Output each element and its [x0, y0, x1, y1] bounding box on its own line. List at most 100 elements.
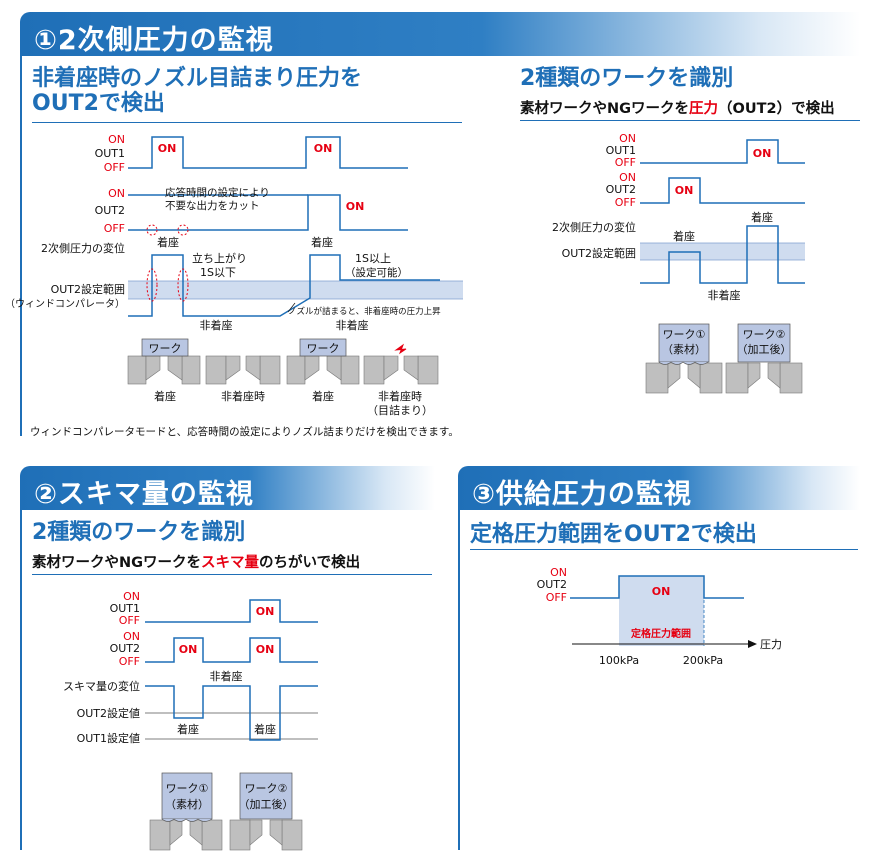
svg-text:着座: 着座	[312, 389, 334, 403]
svg-text:ON: ON	[314, 142, 333, 155]
svg-text:（加工後）: （加工後）	[737, 342, 792, 356]
section3-title: ③供給圧力の監視	[472, 479, 692, 510]
svg-text:OUT1設定値: OUT1設定値	[77, 731, 140, 745]
svg-text:OFF: OFF	[119, 655, 140, 668]
svg-text:応答時間の設定により: 応答時間の設定により	[165, 186, 270, 199]
svg-text:立ち上がり: 立ち上がり	[192, 251, 247, 265]
svg-text:ON: ON	[256, 605, 275, 618]
svg-text:OFF: OFF	[104, 161, 125, 174]
svg-text:（ウィンドコンパレータ）: （ウィンドコンパレータ）	[5, 298, 125, 310]
svg-text:ノズルが詰まると、非着座時の圧力上昇: ノズルが詰まると、非着座時の圧力上昇	[288, 306, 441, 317]
svg-text:着座: 着座	[673, 229, 695, 243]
svg-text:（目詰まり）: （目詰まり）	[367, 403, 433, 417]
arrow-right-icon	[748, 640, 757, 648]
svg-text:ワーク: ワーク	[307, 342, 340, 355]
svg-text:ON: ON	[158, 142, 177, 155]
svg-text:（設定可能）: （設定可能）	[345, 266, 408, 279]
svg-text:着座: 着座	[254, 722, 276, 736]
svg-text:ON: ON	[550, 566, 567, 579]
section3-banner: ③供給圧力の監視	[458, 466, 860, 510]
svg-text:非着座: 非着座	[708, 288, 741, 302]
svg-text:OUT2設定範囲: OUT2設定範囲	[51, 282, 125, 296]
svg-text:着座: 着座	[177, 722, 199, 736]
svg-text:OFF: OFF	[615, 196, 636, 209]
svg-text:ON: ON	[652, 585, 671, 598]
section3-border	[458, 510, 460, 850]
svg-text:OUT1: OUT1	[110, 602, 140, 615]
clog-icon	[394, 343, 407, 355]
svg-text:非着座時: 非着座時	[221, 389, 265, 403]
svg-text:（素材）: （素材）	[165, 797, 209, 811]
svg-text:100kPa: 100kPa	[599, 654, 639, 667]
svg-text:OUT2設定範囲: OUT2設定範囲	[562, 246, 636, 260]
svg-text:ワーク①: ワーク①	[663, 328, 706, 341]
section1-title: ①2次側圧力の監視	[34, 25, 274, 56]
svg-text:OUT1: OUT1	[95, 147, 125, 160]
svg-text:ON: ON	[179, 643, 198, 656]
section3-heading: 定格圧力範囲をOUT2で検出	[470, 522, 757, 547]
svg-text:ON: ON	[256, 643, 275, 656]
svg-text:OFF: OFF	[546, 591, 567, 604]
section2-banner: ②スキマ量の監視	[20, 466, 435, 510]
work-block: ワーク ワーク	[141, 338, 347, 357]
svg-text:ON: ON	[123, 590, 140, 603]
svg-text:着座: 着座	[157, 235, 179, 249]
svg-text:2次側圧力の変位: 2次側圧力の変位	[41, 241, 125, 255]
svg-text:OUT2設定値: OUT2設定値	[77, 706, 140, 720]
svg-text:ON: ON	[753, 147, 772, 160]
svg-text:OFF: OFF	[119, 614, 140, 627]
section1-right-subheading: 素材ワークやNGワークを圧力（OUT2）で検出	[520, 101, 835, 117]
svg-text:非着座: 非着座	[200, 318, 233, 332]
svg-text:200kPa: 200kPa	[683, 654, 723, 667]
svg-text:ワーク: ワーク	[149, 342, 182, 355]
svg-text:着座: 着座	[751, 210, 773, 224]
svg-text:（加工後）: （加工後）	[239, 797, 294, 811]
section1-banner: ①2次側圧力の監視	[20, 12, 860, 56]
section2-rule	[32, 574, 432, 575]
svg-text:ON: ON	[346, 200, 365, 213]
svg-text:1S以上: 1S以上	[355, 252, 391, 265]
svg-text:OFF: OFF	[615, 156, 636, 169]
svg-text:OUT1: OUT1	[606, 144, 636, 157]
svg-text:着座: 着座	[154, 389, 176, 403]
section3-rule	[470, 549, 858, 550]
section1-right-heading: 2種類のワークを識別	[520, 66, 734, 91]
svg-text:不要な出力をカット: 不要な出力をカット	[165, 199, 260, 212]
section2-title: ②スキマ量の監視	[34, 479, 254, 510]
svg-text:OUT2: OUT2	[537, 578, 567, 591]
section2-subheading: 素材ワークやNGワークをスキマ量のちがいで検出	[32, 555, 361, 571]
svg-text:ワーク②: ワーク②	[245, 782, 288, 795]
svg-text:非着座時: 非着座時	[378, 389, 422, 403]
svg-text:ワーク①: ワーク①	[166, 782, 209, 795]
svg-text:着座: 着座	[311, 235, 333, 249]
section1-left-rule	[32, 122, 462, 123]
svg-text:1S以下: 1S以下	[200, 266, 236, 279]
svg-text:ON: ON	[108, 187, 125, 200]
svg-text:スキマ量の変位: スキマ量の変位	[63, 679, 140, 693]
svg-text:OUT2: OUT2	[606, 183, 636, 196]
svg-text:ワーク②: ワーク②	[743, 328, 786, 341]
svg-text:非着座: 非着座	[336, 318, 369, 332]
section2-border	[20, 510, 22, 850]
svg-text:（素材）: （素材）	[662, 342, 706, 356]
svg-text:ON: ON	[619, 132, 636, 145]
svg-text:2次側圧力の変位: 2次側圧力の変位	[552, 220, 636, 234]
svg-text:ON: ON	[108, 133, 125, 146]
svg-text:非着座: 非着座	[210, 669, 243, 683]
svg-text:ON: ON	[123, 630, 140, 643]
svg-text:圧力: 圧力	[760, 638, 782, 651]
section1-note: ウィンドコンパレータモードと、応答時間の設定によりノズル詰まりだけを検出できます…	[30, 426, 459, 438]
svg-text:定格圧力範囲: 定格圧力範囲	[631, 627, 691, 640]
svg-text:OUT2: OUT2	[110, 642, 140, 655]
section1-border	[20, 56, 22, 436]
svg-text:ON: ON	[675, 184, 694, 197]
svg-text:OFF: OFF	[104, 222, 125, 235]
svg-text:ON: ON	[619, 171, 636, 184]
section2-heading: 2種類のワークを識別	[32, 520, 246, 545]
svg-text:OUT2: OUT2	[95, 204, 125, 217]
